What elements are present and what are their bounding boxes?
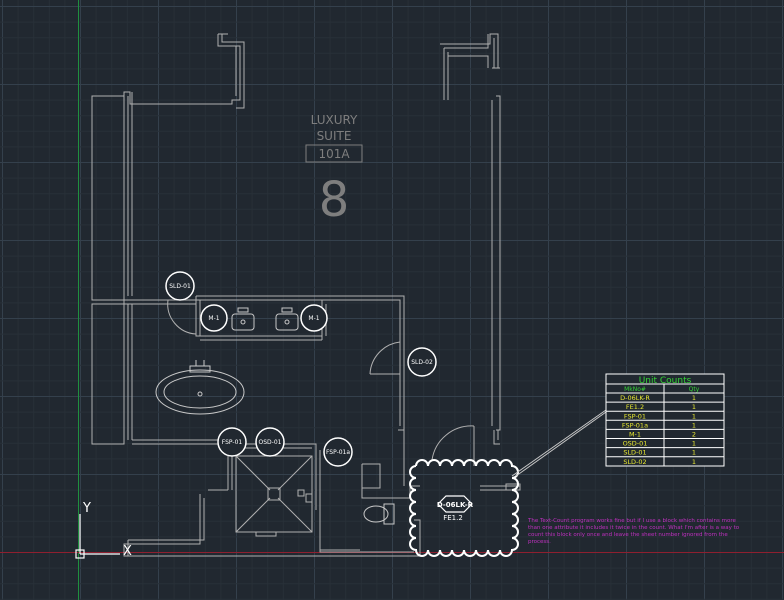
ucs-icon [75, 514, 120, 559]
ucs-x-label: X [123, 544, 132, 559]
table-row[interactable]: M-1 2 [606, 431, 724, 439]
table-cell-mark: SLD-01 [623, 449, 646, 457]
vanity-sinks[interactable] [231, 307, 299, 331]
toilet[interactable] [363, 503, 395, 525]
table-cell-qty: 1 [692, 394, 696, 402]
tag-sld01-text: SLD-01 [169, 283, 191, 290]
tag-sld02-circle[interactable] [407, 347, 437, 377]
table-leader [511, 409, 607, 477]
tag-m1-right-circle[interactable] [300, 304, 328, 332]
tag-osd01-text: OSD-01 [259, 439, 282, 446]
unit-counts-title: Unit Counts [639, 376, 692, 386]
table-row[interactable]: FSP-01a 1 [606, 421, 724, 430]
tag-m1-left-text: M-1 [208, 315, 219, 322]
table-cell-qty: 1 [692, 403, 696, 411]
room-name-line2: SUITE [317, 129, 352, 143]
tag-sld01-circle[interactable] [165, 271, 195, 301]
bathtub[interactable] [155, 360, 245, 415]
table-cell-qty: 1 [692, 449, 696, 457]
note-line4: process. [528, 539, 551, 545]
note-line1: The Text-Count program works fine but if… [527, 518, 736, 524]
tag-fsp01a-circle[interactable] [323, 437, 353, 467]
room-number-box [305, 144, 363, 163]
table-cell-qty: 1 [692, 412, 696, 420]
unit-counts-col-mark: MkNo# [624, 386, 646, 393]
door-tag-d06lkr[interactable]: D-06LK-R FE1.2 [437, 495, 474, 522]
ucs-y-label: Y [82, 501, 91, 516]
tag-fsp01-text: FSP-01 [222, 439, 243, 446]
room-big-number: 8 [319, 172, 350, 228]
table-cell-mark: D-06LK-R [620, 394, 650, 402]
table-row[interactable]: OSD-01 1 [606, 440, 724, 449]
table-cell-mark: M-1 [629, 431, 641, 439]
note-text[interactable]: The Text-Count program works fine but if… [527, 518, 740, 545]
table-cell-qty: 1 [692, 421, 696, 429]
room-name-line1: LUXURY [311, 113, 358, 127]
table-row[interactable]: FSP-01 1 [606, 412, 724, 421]
table-cell-mark: OSD-01 [623, 440, 648, 448]
table-cell-mark: FSP-01a [622, 421, 648, 429]
tag-osd01-circle[interactable] [255, 427, 285, 457]
table-cell-mark: FE1.2 [626, 403, 644, 411]
note-line2: than one attribute it includes it twice … [528, 525, 740, 531]
door-tag-hexagon [437, 495, 473, 513]
tag-fsp01a-text: FSP-01a [326, 449, 350, 456]
room-label[interactable]: LUXURY SUITE 101A 8 [305, 113, 363, 228]
tag-m1-right-text: M-1 [308, 315, 319, 322]
table-cell-qty: 1 [692, 440, 696, 448]
table-cell-mark: FSP-01 [624, 412, 646, 420]
tag-sld02-text: SLD-02 [411, 359, 433, 366]
equipment-tags[interactable] [165, 271, 437, 467]
room-number: 101A [318, 147, 350, 161]
note-line3: count this block only once and leave the… [528, 532, 728, 538]
door-tag-fe12: FE1.2 [443, 514, 463, 522]
door-tag-mark: D-06LK-R [437, 501, 474, 509]
tag-fsp01-circle[interactable] [217, 427, 247, 457]
revision-cloud[interactable] [409, 459, 519, 557]
table-cell-mark: SLD-02 [623, 458, 646, 466]
table-row[interactable]: FE1.2 1 [606, 403, 724, 412]
table-cell-qty: 1 [692, 458, 696, 466]
table-row[interactable]: SLD-02 1 [623, 458, 696, 466]
unit-counts-col-qty: Qty [689, 386, 700, 393]
table-row[interactable]: D-06LK-R 1 [606, 394, 724, 403]
table-cell-qty: 2 [692, 431, 696, 439]
tag-m1-left-circle[interactable] [200, 304, 228, 332]
table-row[interactable]: SLD-01 1 [606, 449, 724, 458]
floor-plan-walls[interactable] [91, 33, 521, 557]
